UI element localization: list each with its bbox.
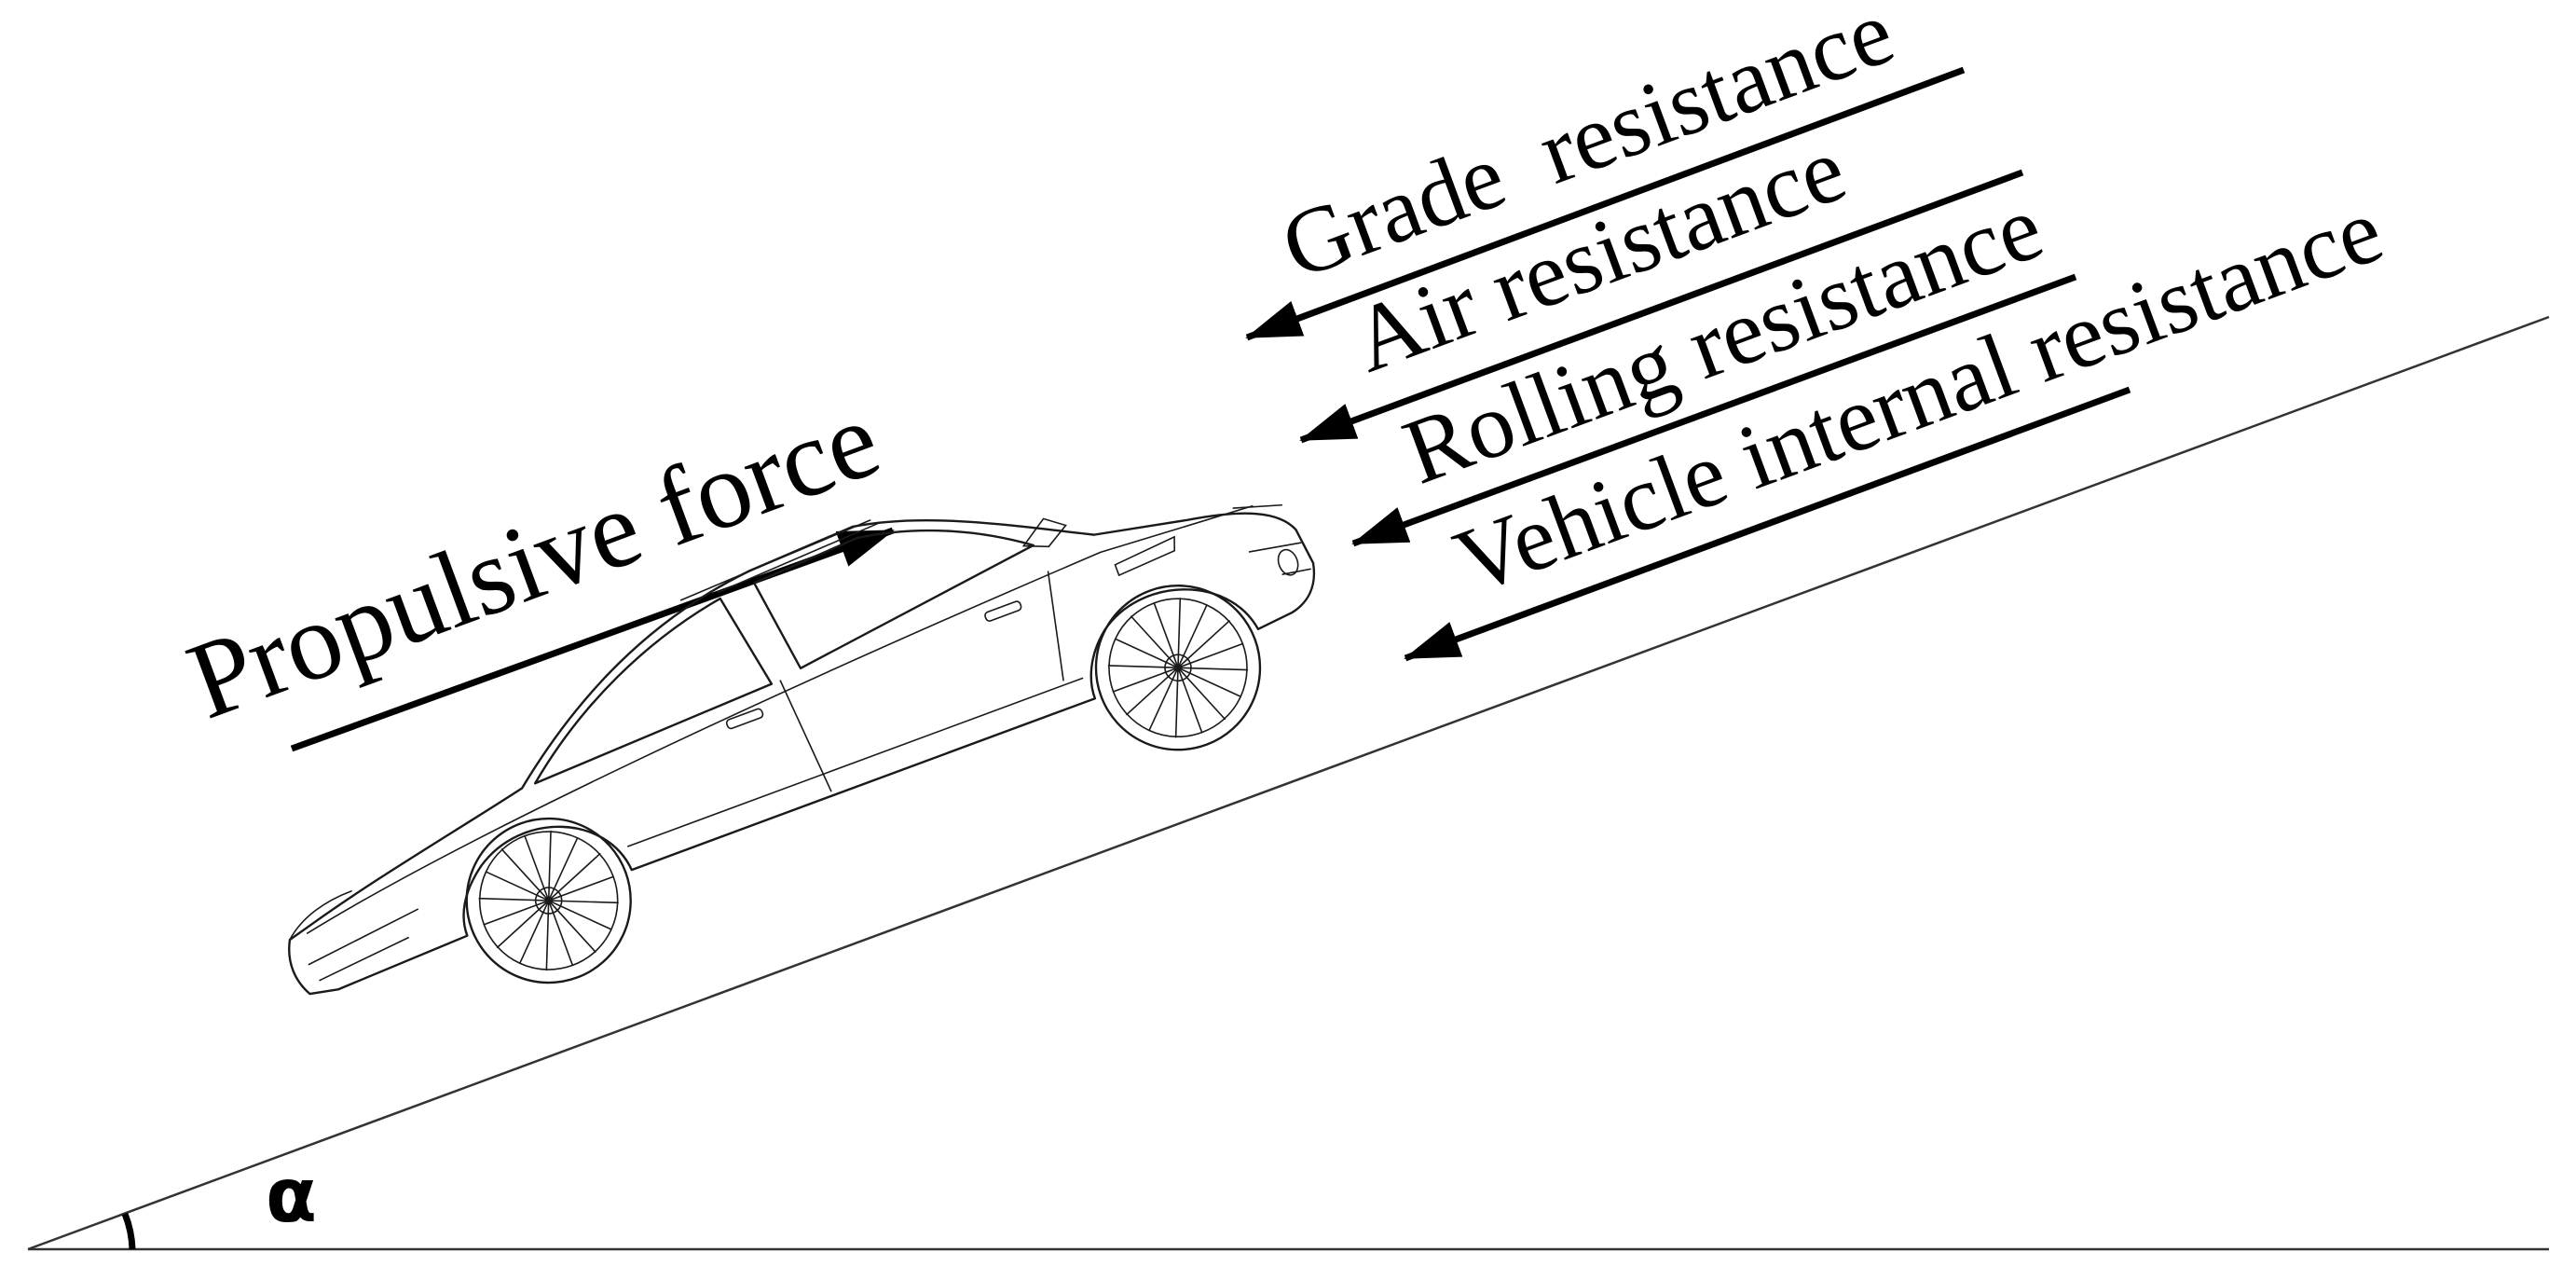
sedan-car-icon bbox=[288, 503, 1316, 996]
grade-resistance-arrow bbox=[1245, 66, 1966, 341]
rolling-resistance-arrow bbox=[1351, 273, 2077, 547]
angle-arc bbox=[121, 1212, 136, 1250]
slope-line bbox=[27, 315, 2550, 1251]
internal-resistance-arrow bbox=[1404, 386, 2131, 662]
angle-alpha-label: α bbox=[266, 1152, 317, 1239]
propulsive-force-label: Propulsive force bbox=[173, 377, 895, 742]
rear-wheel-icon bbox=[465, 817, 632, 984]
front-wheel-icon bbox=[1094, 585, 1262, 751]
resistance-forces: Grade resistance Air resistance Rolling … bbox=[1245, 0, 2395, 662]
air-resistance-arrow bbox=[1299, 169, 2024, 444]
